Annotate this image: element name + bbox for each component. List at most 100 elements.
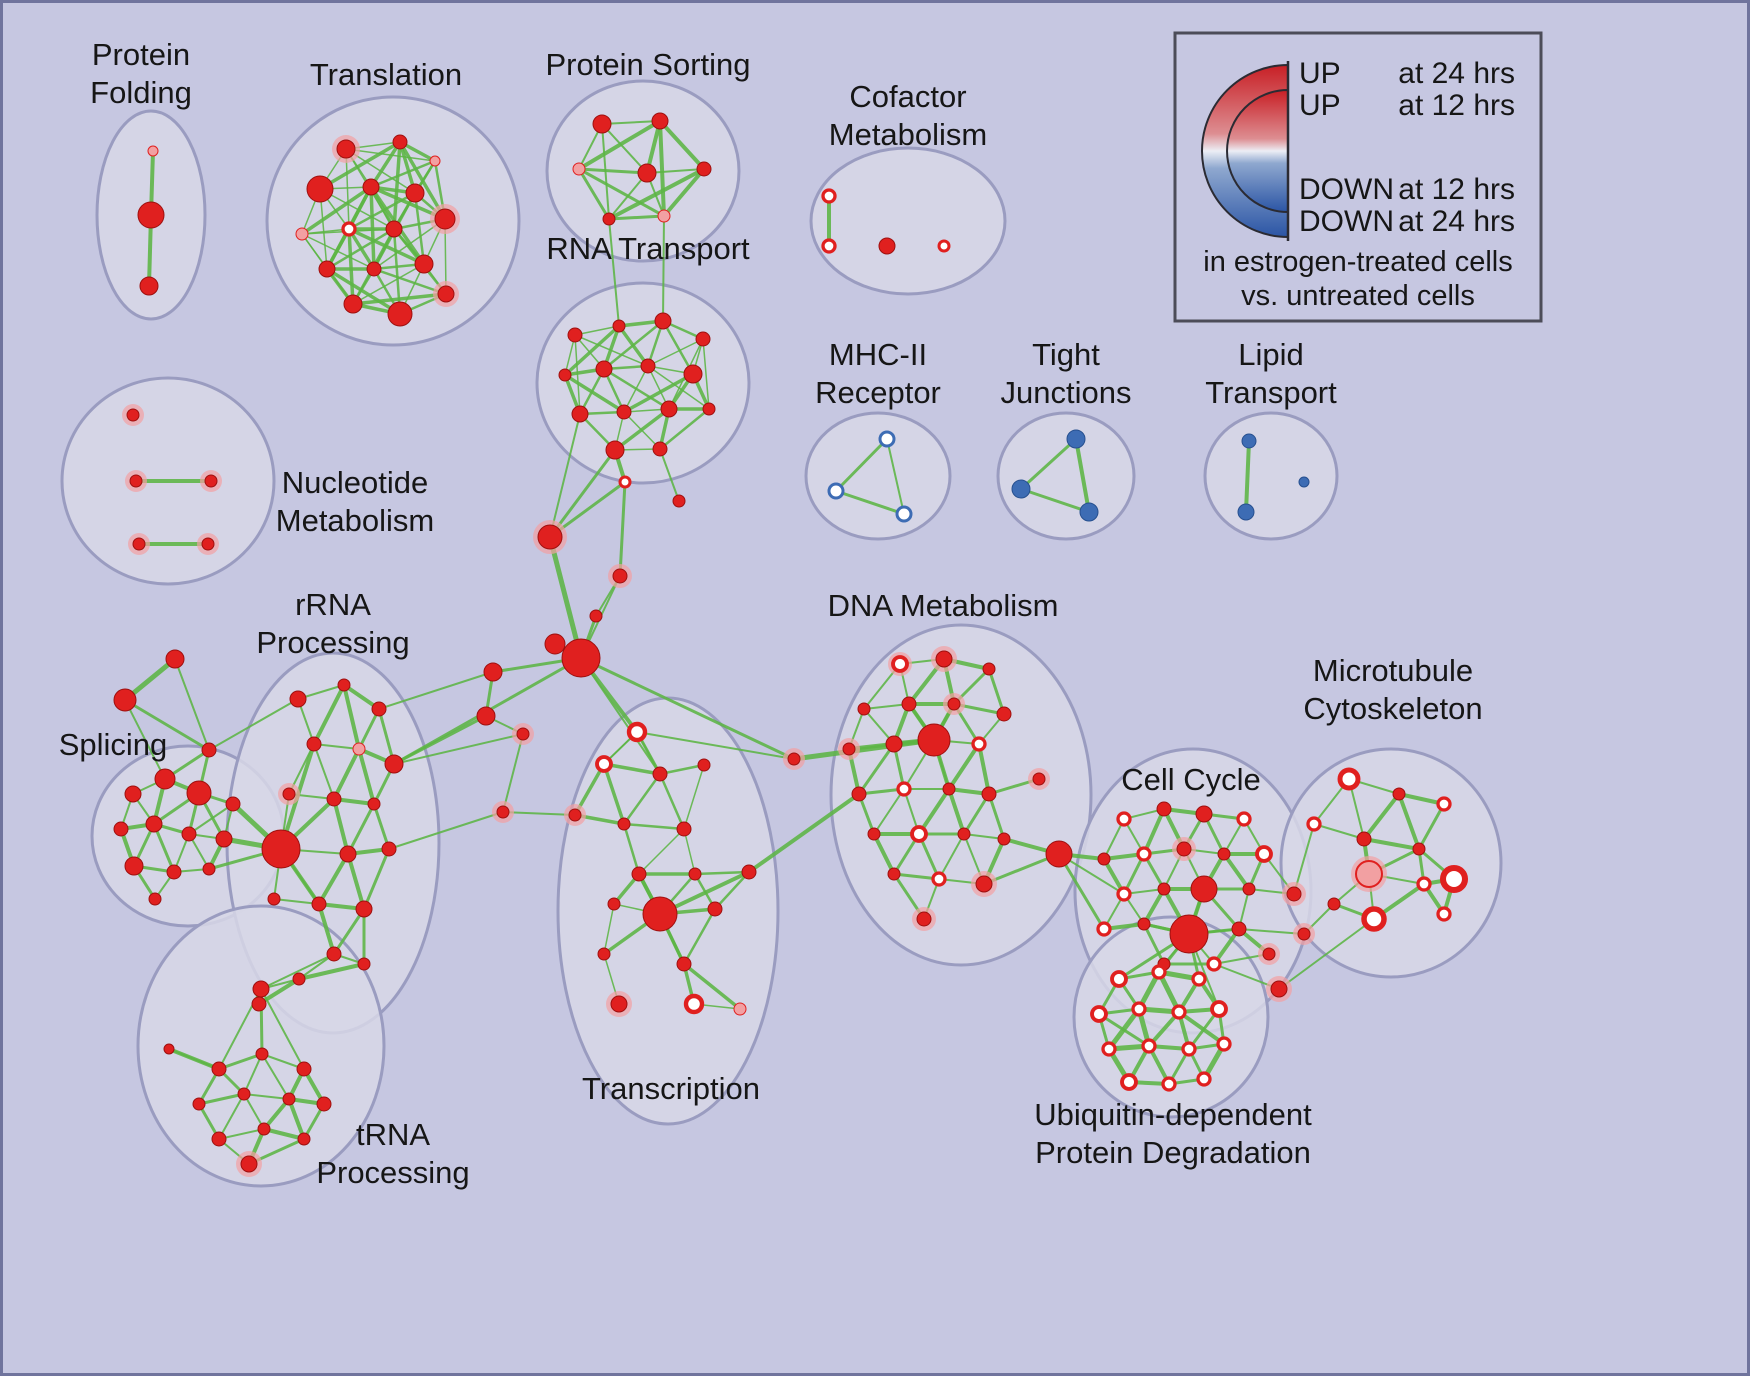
cluster-ellipse-tight-junctions — [996, 411, 1136, 541]
network-node-dna-metabolism — [867, 827, 881, 841]
network-node-dna-metabolism — [916, 911, 932, 927]
network-node-rrna-processing — [384, 754, 404, 774]
cluster-label-protein-folding: Folding — [90, 75, 192, 110]
cluster-label-dna-metabolism: DNA Metabolism — [828, 588, 1059, 623]
network-node-dna-metabolism — [917, 723, 951, 757]
network-node-translation — [437, 285, 455, 303]
network-edge — [378, 671, 494, 710]
network-node-rrna-processing — [282, 787, 296, 801]
network-node-rrna-processing — [289, 690, 307, 708]
network-node-dna-metabolism — [975, 875, 993, 893]
legend-caption-line1: in estrogen-treated cells — [1203, 246, 1513, 278]
network-edge — [1278, 918, 1375, 990]
cluster-label-protein-folding: Protein — [92, 37, 190, 72]
network-node-rna-transport — [612, 319, 626, 333]
network-node-dna-metabolism — [1032, 772, 1046, 786]
cluster-label-transcription: Transcription — [582, 1071, 760, 1106]
network-node-lipid-transport — [1298, 476, 1310, 488]
network-edge — [608, 172, 648, 220]
network-node-cell-cycle — [1195, 805, 1213, 823]
network-node-dna-metabolism — [996, 706, 1012, 722]
network-node-ubiquitin-degradation — [1161, 1076, 1177, 1092]
network-edge — [317, 852, 350, 906]
network-node-backbone — [589, 609, 603, 623]
legend: UP at 24 hrs UP at 12 hrs DOWN at 12 hrs… — [1173, 31, 1543, 323]
network-edge — [607, 214, 666, 221]
network-node-dna-metabolism — [971, 736, 987, 752]
network-edge — [636, 731, 795, 760]
network-edge — [987, 792, 1006, 841]
network-node-translation — [295, 227, 309, 241]
network-edge — [208, 698, 299, 751]
network-node-transcription — [688, 867, 702, 881]
network-node-protein-folding — [147, 145, 159, 157]
network-edge — [917, 787, 951, 836]
network-edge — [963, 833, 1005, 840]
network-node-microtubule-cytoskeleton — [1306, 816, 1322, 832]
network-edge — [1362, 837, 1421, 851]
cluster-label-mhc-ii-receptor: MHC-II — [829, 337, 927, 372]
network-node-mhc-ii-receptor — [895, 505, 913, 523]
network-node-rna-transport — [571, 405, 589, 423]
network-node-rrna-processing — [292, 972, 306, 986]
network-node-splicing — [124, 856, 144, 876]
network-node-nucleotide-metabolism — [204, 474, 218, 488]
cluster-label-rrna-processing: Processing — [256, 625, 409, 660]
network-node-microtubule-cytoskeleton — [1361, 906, 1387, 932]
network-edge — [547, 534, 584, 661]
network-edge — [683, 828, 696, 875]
network-node-rrna-processing — [267, 892, 281, 906]
network-node-protein-sorting — [602, 212, 616, 226]
network-node-backbone — [561, 638, 601, 678]
network-node-transcription — [595, 755, 613, 773]
network-edge — [863, 703, 910, 710]
network-node-nucleotide-metabolism — [201, 537, 215, 551]
network-edge — [682, 962, 742, 1011]
network-edge — [602, 762, 662, 776]
network-node-cell-cycle — [1096, 921, 1112, 937]
network-node-protein-sorting — [572, 162, 586, 176]
network-node-cofactor-metabolism — [821, 238, 837, 254]
network-node-cell-cycle — [1169, 914, 1209, 954]
network-node-cell-cycle — [1136, 846, 1152, 862]
network-edge — [1019, 437, 1078, 491]
legend-down12-dir: DOWN — [1299, 173, 1394, 206]
network-node-nucleotide-metabolism — [129, 474, 143, 488]
network-node-transcription — [610, 995, 628, 1013]
network-node-protein-sorting — [657, 209, 671, 223]
network-node-trna-processing — [211, 1061, 227, 1077]
network-node-protein-folding — [139, 276, 159, 296]
network-edge — [388, 811, 504, 850]
network-edge — [623, 365, 649, 413]
network-edge — [218, 1093, 245, 1140]
network-node-transcription — [683, 993, 705, 1015]
network-edge — [1142, 807, 1166, 856]
network-node-tight-junctions — [1066, 429, 1086, 449]
network-node-rrna-processing — [357, 957, 371, 971]
network-edge — [313, 743, 335, 800]
network-node-transcription — [607, 897, 621, 911]
network-node-protein-sorting — [651, 112, 669, 130]
network-node-trna-processing — [316, 1096, 332, 1112]
network-node-translation — [366, 261, 382, 277]
network-node-splicing — [148, 892, 162, 906]
network-edge — [857, 742, 896, 796]
network-node-rrna-processing — [261, 829, 301, 869]
network-edge — [872, 832, 896, 876]
network-node-dna-metabolism — [842, 742, 856, 756]
network-edge — [693, 870, 751, 876]
network-node-backbone — [544, 633, 566, 655]
network-node-ubiquitin-degradation — [1196, 1071, 1212, 1087]
network-node-protein-sorting — [637, 163, 657, 183]
network-node-translation — [343, 294, 363, 314]
network-node-splicing — [186, 780, 212, 806]
network-node-splicing — [124, 785, 142, 803]
network-edge — [1397, 792, 1421, 851]
network-node-backbone — [787, 752, 801, 766]
network-edge — [1362, 792, 1401, 841]
network-node-splicing — [166, 864, 182, 880]
network-edge — [297, 962, 366, 981]
network-node-rna-transport — [654, 312, 672, 330]
